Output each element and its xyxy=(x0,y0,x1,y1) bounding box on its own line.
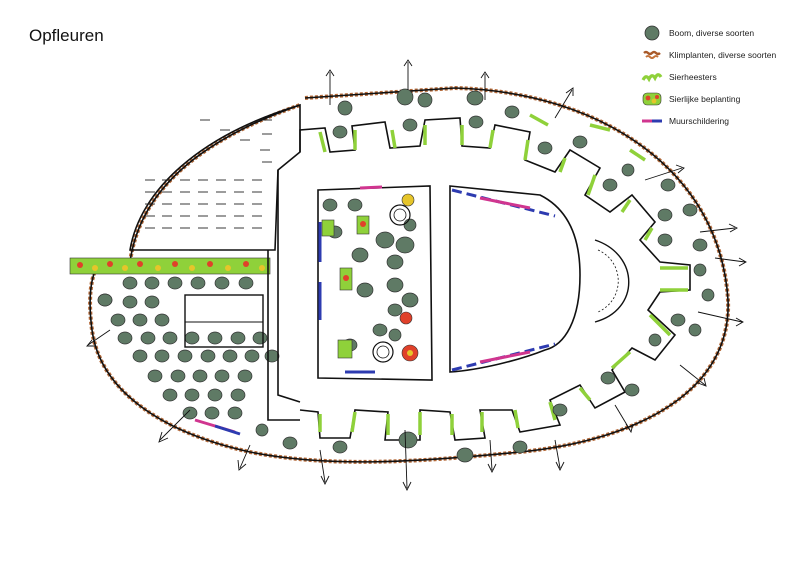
legend-item-ornamental: Sierlijke beplanting xyxy=(640,88,800,110)
stage xyxy=(594,239,630,323)
courtyard-trees xyxy=(322,198,419,352)
building-top-left xyxy=(129,103,301,251)
legend-item-shrub: Sierheesters xyxy=(640,66,800,88)
fountain xyxy=(372,341,394,363)
left-building-wall xyxy=(267,170,301,421)
exit-arrows xyxy=(86,59,747,492)
legend-item-climber: Klimplanten, diverse soorten xyxy=(640,44,800,66)
ornamental-strip xyxy=(69,257,271,275)
plan-title: Opfleuren xyxy=(29,26,104,45)
courtyard-planters xyxy=(321,193,419,362)
shrubs xyxy=(318,113,688,435)
ring-trees xyxy=(255,88,715,463)
legend-label: Muurschildering xyxy=(669,116,729,126)
outer-wall-line xyxy=(89,87,729,463)
climbing-plant-icon xyxy=(643,50,661,59)
central-plaza xyxy=(449,185,581,373)
fountain xyxy=(389,204,411,226)
seating-rows xyxy=(145,119,272,229)
legend-label: Sierlijke beplanting xyxy=(669,94,741,104)
legend-label: Boom, diverse soorten xyxy=(669,28,755,38)
tree-icon xyxy=(644,25,660,41)
legend-label: Klimplanten, diverse soorten xyxy=(669,50,777,60)
legend-label: Sierheesters xyxy=(669,72,717,82)
tree-grid-left xyxy=(97,276,280,420)
ornamental-planting-icon xyxy=(642,92,662,106)
legend: Boom, diverse soorten Klimplanten, diver… xyxy=(640,22,800,132)
outer-wall xyxy=(88,85,731,464)
inner-court-left xyxy=(184,294,264,348)
central-courtyard xyxy=(317,185,433,381)
ornamental-flowers xyxy=(77,261,265,271)
legend-item-tree: Boom, diverse soorten xyxy=(640,22,800,44)
legend-item-mural: Muurschildering xyxy=(640,110,800,132)
mural-icon xyxy=(642,119,662,123)
shrub-icon xyxy=(641,73,663,83)
